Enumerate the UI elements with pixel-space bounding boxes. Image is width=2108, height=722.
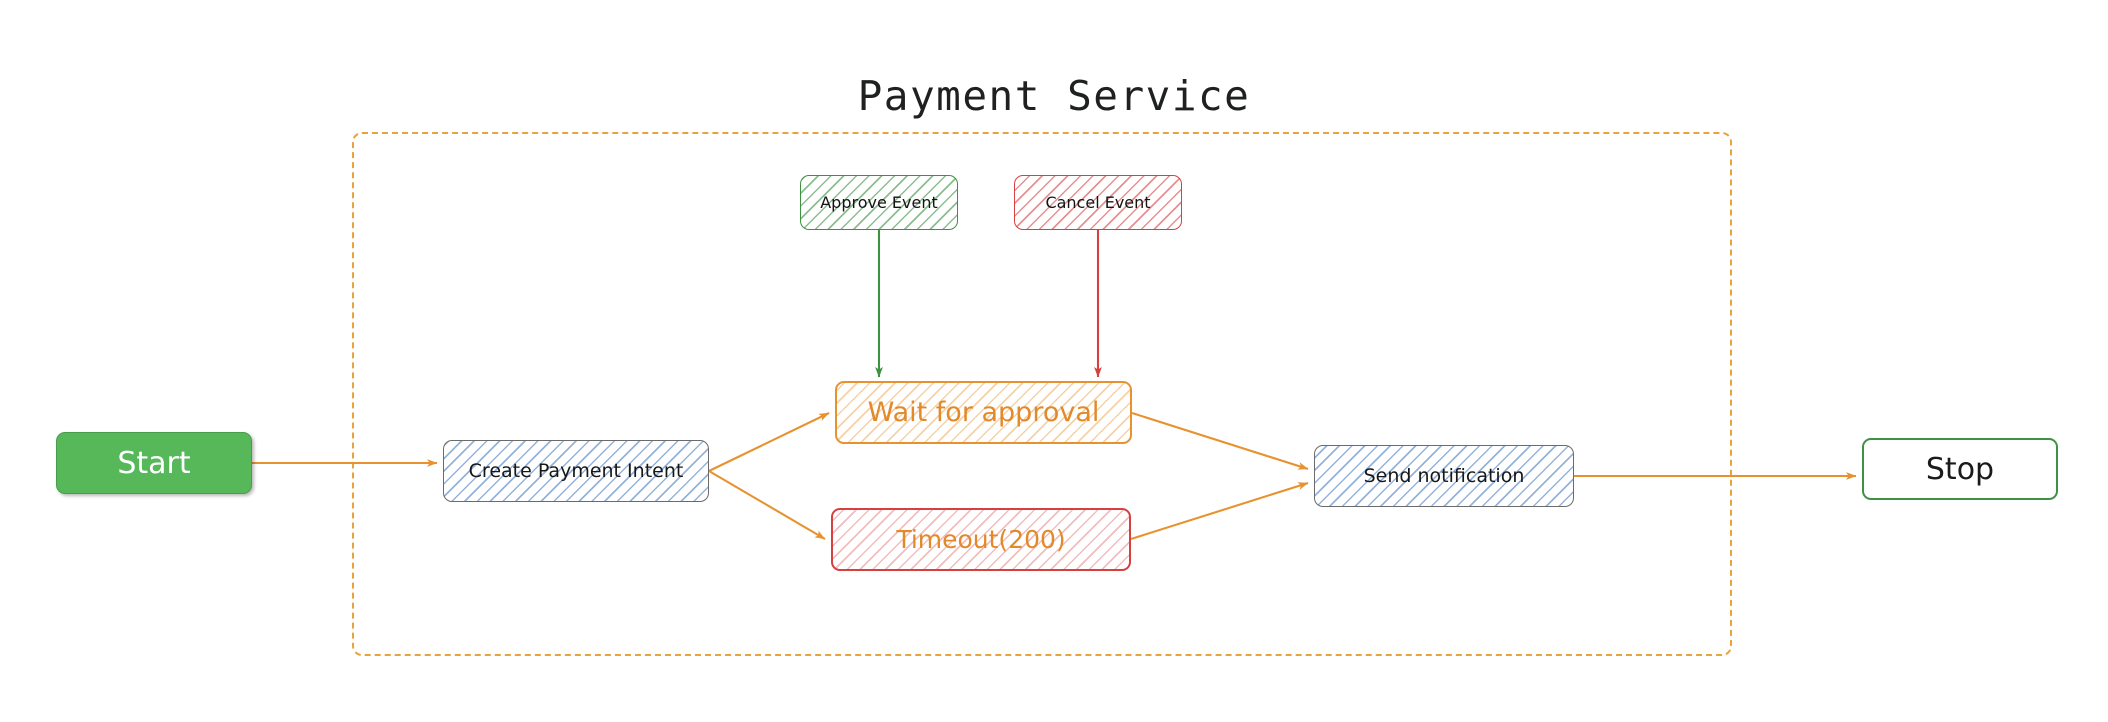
node-stop[interactable]: Stop <box>1862 438 2058 500</box>
node-stop-label: Stop <box>1925 451 1995 487</box>
subgraph-payment-service <box>352 132 1732 656</box>
node-create-payment-intent-label: Create Payment Intent <box>468 459 684 482</box>
node-timeout-label: Timeout(200) <box>896 524 1066 554</box>
node-start-label: Start <box>117 445 191 481</box>
node-approve-event[interactable]: Approve Event <box>800 175 958 230</box>
node-create-payment-intent[interactable]: Create Payment Intent <box>443 440 709 502</box>
node-cancel-event-label: Cancel Event <box>1045 192 1151 212</box>
node-approve-event-label: Approve Event <box>820 192 938 212</box>
node-wait-for-approval-label: Wait for approval <box>867 396 1100 428</box>
node-send-notification[interactable]: Send notification <box>1314 445 1574 507</box>
node-send-notification-label: Send notification <box>1363 464 1525 487</box>
node-timeout[interactable]: Timeout(200) <box>831 508 1131 571</box>
node-cancel-event[interactable]: Cancel Event <box>1014 175 1182 230</box>
node-start[interactable]: Start <box>56 432 252 494</box>
page-title: Payment Service <box>857 72 1251 120</box>
node-wait-for-approval[interactable]: Wait for approval <box>835 381 1132 444</box>
